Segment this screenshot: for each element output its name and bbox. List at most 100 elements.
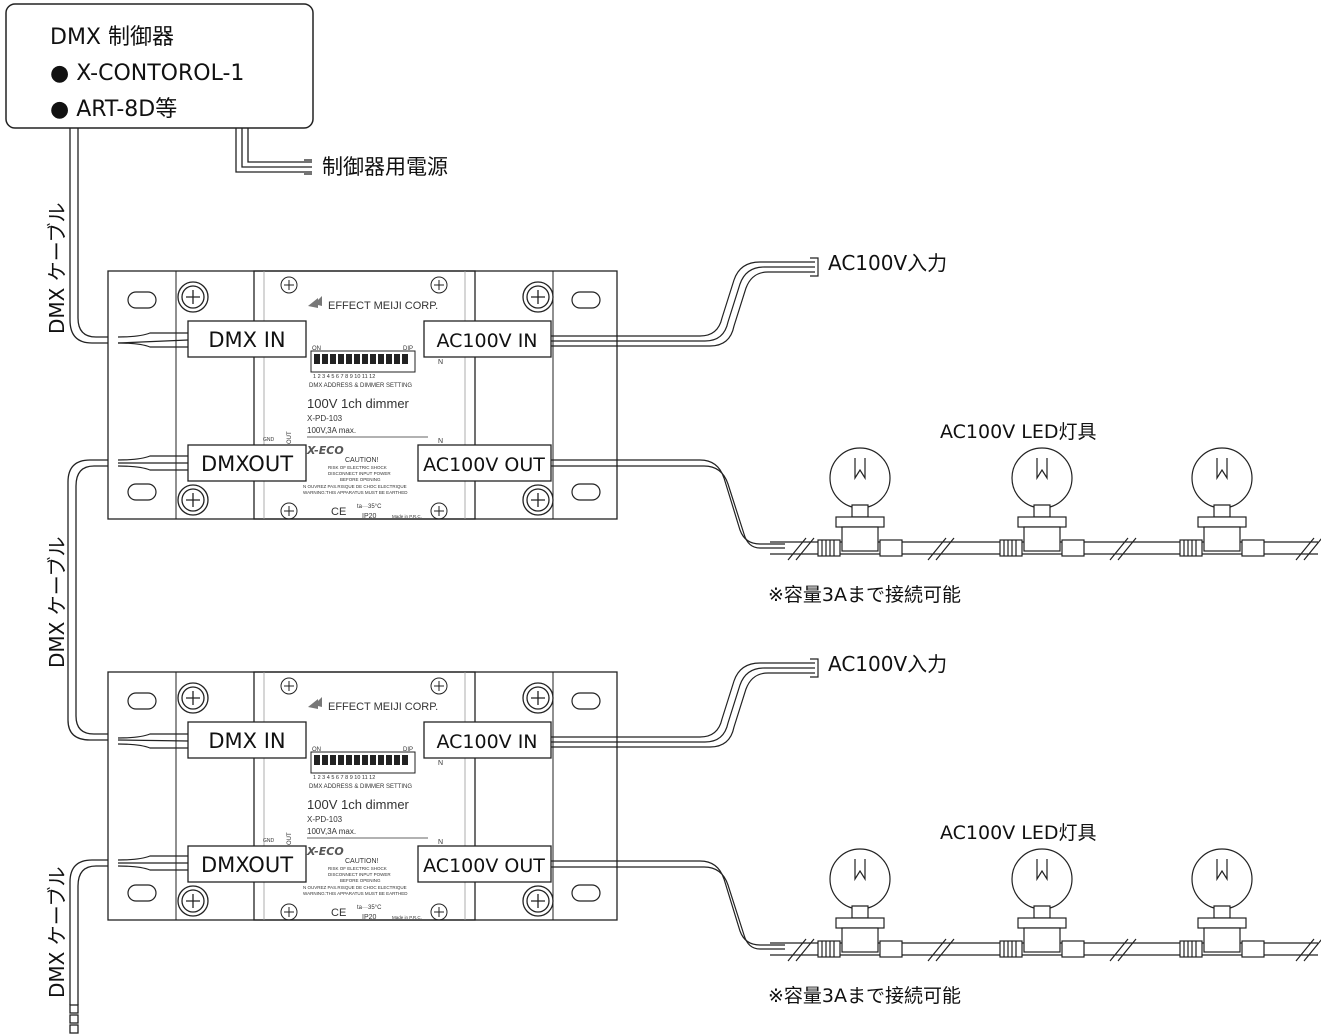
ce-mark: CE <box>331 506 346 518</box>
led-bulb-icon <box>817 447 903 557</box>
dip-on-label: ON <box>312 346 321 352</box>
rating: 100V,3A max. <box>307 426 356 435</box>
dmx-in-wires <box>117 733 189 871</box>
dmx-out-port: DMXOUT <box>187 845 307 883</box>
ac-out-label: AC100V OUT <box>423 454 545 476</box>
origin-label: Made in P.R.C. <box>392 915 422 920</box>
dimmer-unit-1: EFFECT MEIJI CORP. ON DIP 1 2 3 4 5 6 7 … <box>107 251 1321 606</box>
origin-label: Made in P.R.C. <box>392 514 422 519</box>
n-label: N <box>438 839 443 846</box>
brand-text: EFFECT MEIJI CORP. <box>328 300 438 312</box>
screw-icon <box>177 281 554 516</box>
ac-out-port: AC100V OUT <box>417 845 552 883</box>
caution-title: CAUTION! <box>345 858 379 865</box>
capacity-note: ※容量3Aまで接続可能 <box>768 985 961 1007</box>
screw-icon <box>280 677 448 921</box>
controller-title: DMX 制御器 <box>50 25 174 50</box>
ac-output-cable <box>551 459 785 549</box>
cable-label: DMX ケーブル <box>45 866 69 998</box>
dmx-in-label: DMX IN <box>208 328 285 352</box>
gnd-label: GND <box>263 838 275 844</box>
dmx-in-port: DMX IN <box>187 320 307 358</box>
dmx-cable-3 <box>69 859 118 1034</box>
caution-line: WARNING:THIS APPARATUS MUST BE EARTHED <box>303 490 408 495</box>
n-label: N <box>438 359 443 366</box>
ac-in-label: AC100V IN <box>436 330 537 352</box>
ac-in-port: AC100V IN <box>423 320 552 358</box>
caution-line: BEFORE OPENING <box>340 878 381 883</box>
dmx-in-wires <box>117 332 189 471</box>
cable-label: DMX ケーブル <box>45 202 69 334</box>
dmx-out-label: DMXOUT <box>201 452 293 476</box>
dip-switch: ON DIP 1 2 3 4 5 6 7 8 9 10 11 12 DMX AD… <box>309 346 416 389</box>
screw-icon <box>280 276 448 520</box>
ip-label: IP20 <box>362 513 377 520</box>
ac-input-label: AC100V入力 <box>828 652 947 676</box>
dip-on-label: ON <box>312 747 321 753</box>
dip-numbers: 1 2 3 4 5 6 7 8 9 10 11 12 <box>313 374 375 380</box>
dmx-controller: DMX 制御器 ● X-CONTOROL-1 ● ART-8D等 <box>5 3 314 129</box>
lights-label: AC100V LED灯具 <box>940 822 1096 844</box>
ip-label: IP20 <box>362 914 377 921</box>
temp-label: ta···35°C <box>357 504 382 510</box>
ac-in-label: AC100V IN <box>436 731 537 753</box>
controller-power-label: 制御器用電源 <box>322 155 448 179</box>
dmx-in-label: DMX IN <box>208 729 285 753</box>
controller-item: ● X-CONTOROL-1 <box>50 61 244 86</box>
led-bulb-icon <box>999 848 1085 958</box>
ac-input-label: AC100V入力 <box>828 251 947 275</box>
led-bulb-icon <box>817 848 903 958</box>
lights-label: AC100V LED灯具 <box>940 421 1096 443</box>
model-name: 100V 1ch dimmer <box>307 797 410 812</box>
caution-line: DISCONNECT INPUT POWER <box>328 471 391 476</box>
ac-in-port: AC100V IN <box>423 721 552 759</box>
n-label: N <box>438 760 443 767</box>
dip-numbers: 1 2 3 4 5 6 7 8 9 10 11 12 <box>313 775 375 781</box>
model-code: X-PD-103 <box>307 815 343 824</box>
cable-label: DMX ケーブル <box>45 536 69 668</box>
series-logo: X-ECO <box>306 845 344 858</box>
dmx-out-port: DMXOUT <box>187 444 307 482</box>
series-logo: X-ECO <box>306 444 344 457</box>
out-label: OUT <box>287 832 293 845</box>
led-bulb-icon <box>1179 848 1265 958</box>
caution-line: N OUVREZ PAS.RISQUE DE CHOC ELECTRIQUE <box>303 484 407 489</box>
led-bulb-icon <box>1179 447 1265 557</box>
temp-label: ta···35°C <box>357 905 382 911</box>
dip-caption: DMX ADDRESS & DIMMER SETTING <box>309 383 412 389</box>
caution-title: CAUTION! <box>345 457 379 464</box>
n-label: N <box>438 438 443 445</box>
brand-logo <box>308 697 322 709</box>
brand-logo <box>308 296 322 308</box>
ac-output-cable <box>551 860 785 950</box>
ac-input-cable <box>551 257 819 347</box>
ac-out-label: AC100V OUT <box>423 855 545 877</box>
dmx-cable-1 <box>69 128 118 344</box>
caution-line: BEFORE OPENING <box>340 477 381 482</box>
caution-line: WARNING:THIS APPARATUS MUST BE EARTHED <box>303 891 408 896</box>
dip-switch: ON DIP 1 2 3 4 5 6 7 8 9 10 11 12 DMX AD… <box>309 747 416 790</box>
caution-line: N OUVREZ PAS.RISQUE DE CHOC ELECTRIQUE <box>303 885 407 890</box>
controller-item: ● ART-8D等 <box>50 97 177 122</box>
dip-dip-label: DIP <box>403 747 413 753</box>
model-code: X-PD-103 <box>307 414 343 423</box>
ac-input-cable <box>551 658 819 748</box>
dip-dip-label: DIP <box>403 346 413 352</box>
gnd-label: GND <box>263 437 275 443</box>
capacity-note: ※容量3Aまで接続可能 <box>768 584 961 606</box>
led-bulb-icon <box>999 447 1085 557</box>
caution-line: DISCONNECT INPUT POWER <box>328 872 391 877</box>
model-name: 100V 1ch dimmer <box>307 396 410 411</box>
out-label: OUT <box>287 431 293 444</box>
dip-caption: DMX ADDRESS & DIMMER SETTING <box>309 784 412 790</box>
brand-text: EFFECT MEIJI CORP. <box>328 701 438 713</box>
dmx-in-port: DMX IN <box>187 721 307 759</box>
ac-out-port: AC100V OUT <box>417 444 552 482</box>
caution-line: RISK OF ELECTRIC SHOCK <box>328 866 387 871</box>
ce-mark: CE <box>331 907 346 919</box>
rating: 100V,3A max. <box>307 827 356 836</box>
dmx-cable-2 <box>67 459 118 741</box>
controller-power-cable <box>235 128 312 175</box>
dimmer-unit-2: EFFECT MEIJI CORP. ON DIP 1 2 3 4 5 6 7 … <box>107 652 1321 1007</box>
